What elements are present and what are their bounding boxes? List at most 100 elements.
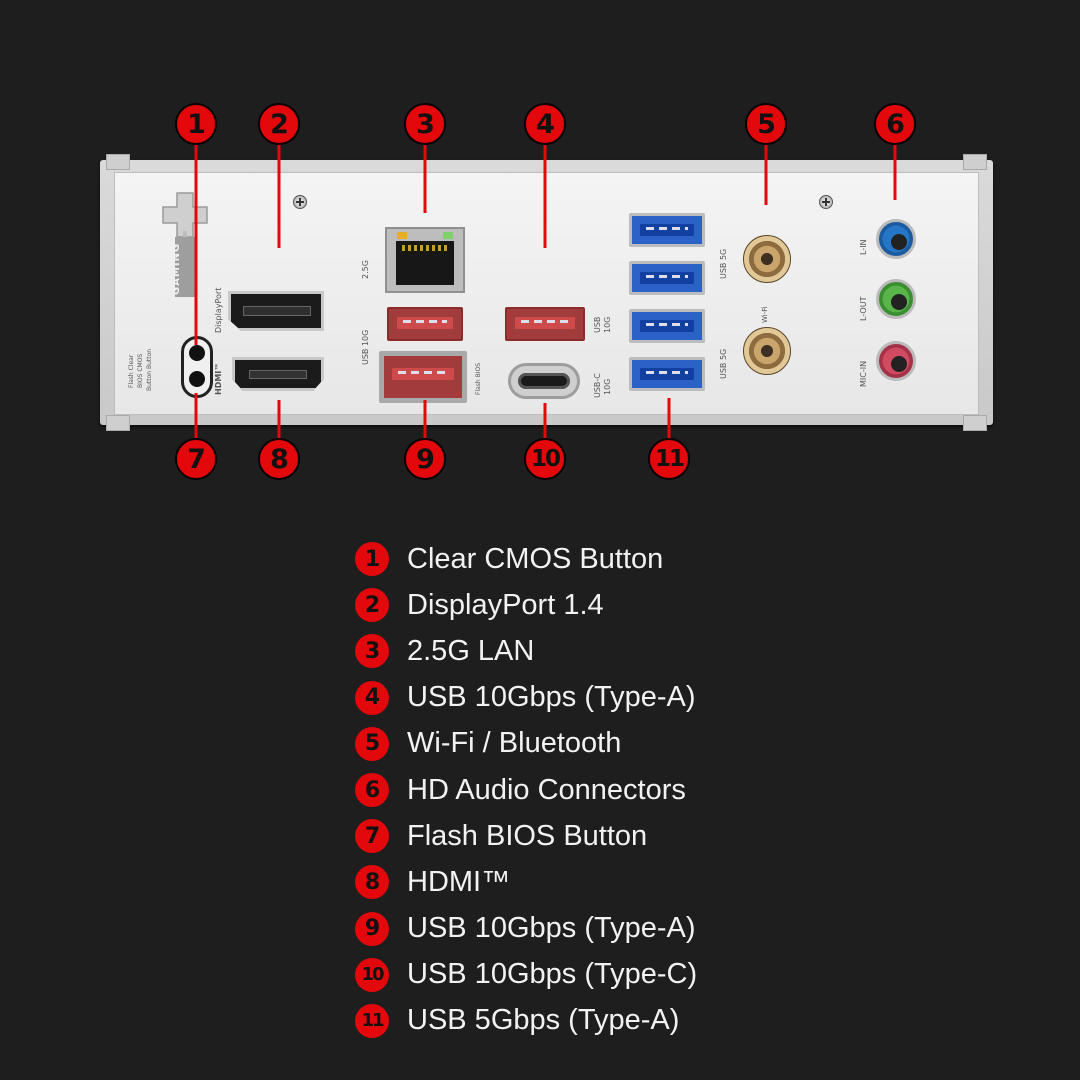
usb10g-type-a-port[interactable]	[505, 307, 585, 341]
leader-line-5	[764, 145, 768, 205]
line-out-label: L-OUT	[859, 296, 868, 321]
legend-label: DisplayPort 1.4	[407, 588, 604, 621]
usb10g-port-upper[interactable]	[387, 307, 463, 341]
legend-label: Clear CMOS Button	[407, 542, 664, 575]
gaming-dpad-logo	[162, 192, 208, 297]
leader-line-1	[194, 145, 198, 345]
leader-line-2	[277, 145, 281, 248]
legend-item: 5 Wi-Fi / Bluetooth	[355, 721, 697, 767]
legend-label: Wi-Fi / Bluetooth	[407, 727, 622, 760]
callout-badge-5: 5	[745, 103, 787, 145]
legend-number: 9	[355, 911, 389, 946]
usb5g-port-2[interactable]	[629, 261, 705, 295]
callout-badge-4: 4	[524, 103, 566, 145]
usbc-label: USB-C	[593, 373, 602, 398]
leader-line-10	[543, 403, 547, 440]
line-out-jack[interactable]	[876, 279, 916, 319]
legend-label: HDMI™	[407, 865, 511, 898]
legend-label: 2.5G LAN	[407, 634, 535, 667]
callout-badge-11: 11	[648, 438, 690, 480]
plate-tab-top-left	[106, 154, 130, 170]
callout-badge-8: 8	[258, 438, 300, 480]
usb5g-port-3[interactable]	[629, 309, 705, 343]
legend-item: 11 USB 5Gbps (Type-A)	[355, 998, 697, 1044]
leader-line-6	[893, 145, 897, 200]
legend-number: 11	[355, 1003, 389, 1038]
hdmi-port[interactable]	[232, 357, 324, 391]
leader-line-7	[194, 393, 198, 438]
callout-badge-1: 1	[175, 103, 217, 145]
callout-badge-2: 2	[258, 103, 300, 145]
leader-line-8	[277, 400, 281, 440]
gaming-label: GAMING	[171, 242, 182, 295]
legend-label: Flash BIOS Button	[407, 819, 648, 852]
legend-label: USB 10Gbps (Type-C)	[407, 958, 698, 991]
screw-icon	[819, 195, 833, 209]
legend-number: 10	[355, 957, 389, 992]
callout-badge-9: 9	[404, 438, 446, 480]
legend-label: USB 5Gbps (Type-A)	[407, 1004, 680, 1037]
wifi-antenna-connector-2[interactable]	[743, 327, 791, 375]
mic-in-jack[interactable]	[876, 341, 916, 381]
usb-type-c-port[interactable]	[508, 363, 580, 399]
legend-number: 5	[355, 726, 389, 761]
button-button-label: Button Button	[146, 348, 153, 391]
legend-number: 4	[355, 680, 389, 715]
legend-number: 2	[355, 588, 389, 623]
displayport-port[interactable]	[228, 291, 324, 331]
port-legend: 1 Clear CMOS Button 2 DisplayPort 1.4 3 2.5…	[355, 536, 697, 1044]
legend-item: 7 Flash BIOS Button	[355, 813, 697, 859]
legend-number: 8	[355, 865, 389, 900]
usbc-speed-label: 10G	[603, 378, 612, 395]
legend-item: 6 HD Audio Connectors	[355, 767, 697, 813]
io-shield-plate: GAMING Flash Clear BIOS CMOS Button Butt…	[100, 154, 993, 431]
wifi-antenna-connector-1[interactable]	[743, 235, 791, 283]
clear-cmos-flash-bios-button[interactable]	[181, 336, 213, 398]
legend-item: 2 DisplayPort 1.4	[355, 582, 697, 628]
lan-port[interactable]	[385, 227, 465, 293]
legend-label: HD Audio Connectors	[407, 773, 686, 806]
leader-line-11	[667, 398, 671, 440]
line-in-label: L-IN	[859, 239, 868, 255]
usb10g-left-label: USB 10G	[361, 329, 370, 365]
usb5g-top-label: USB 5G	[719, 248, 728, 279]
displayport-label: DisplayPort	[214, 287, 223, 333]
plate-tab-bottom-right	[963, 415, 987, 431]
bios-cmos-label: BIOS CMOS	[137, 353, 144, 388]
callout-badge-7: 7	[175, 438, 217, 480]
legend-item: 10 USB 10Gbps (Type-C)	[355, 952, 697, 998]
flash-bios-label: Flash BIOS	[475, 362, 482, 395]
plate-tab-top-right	[963, 154, 987, 170]
legend-label: USB 10Gbps (Type-A)	[407, 681, 696, 714]
mic-in-label: MIC-IN	[859, 360, 868, 387]
lan-label: 2.5G	[361, 260, 370, 279]
legend-item: 8 HDMI™	[355, 859, 697, 905]
usb-right-label: USB	[593, 316, 602, 333]
line-in-jack[interactable]	[876, 219, 916, 259]
usb5g-port-1[interactable]	[629, 213, 705, 247]
usb5g-bottom-label: USB 5G	[719, 348, 728, 379]
usb-right-speed-label: 10G	[603, 316, 612, 333]
flash-clear-label: Flash Clear	[128, 354, 135, 388]
hdmi-label: HDMI™	[214, 362, 223, 395]
legend-number: 7	[355, 819, 389, 854]
leader-line-4	[543, 145, 547, 248]
leader-line-3	[423, 145, 427, 213]
legend-item: 3 2.5G LAN	[355, 628, 697, 674]
screw-icon	[293, 195, 307, 209]
usb5g-port-4[interactable]	[629, 357, 705, 391]
plate-face: GAMING Flash Clear BIOS CMOS Button Butt…	[114, 172, 979, 415]
plate-tab-bottom-left	[106, 415, 130, 431]
usb10g-flash-bios-port[interactable]	[379, 351, 467, 403]
legend-number: 6	[355, 773, 389, 808]
wifi-label: Wi-Fi	[761, 306, 769, 323]
legend-item: 4 USB 10Gbps (Type-A)	[355, 675, 697, 721]
callout-badge-6: 6	[874, 103, 916, 145]
callout-badge-10: 10	[524, 438, 566, 480]
callout-badge-3: 3	[404, 103, 446, 145]
legend-number: 3	[355, 634, 389, 669]
legend-item: 1 Clear CMOS Button	[355, 536, 697, 582]
legend-number: 1	[355, 542, 389, 577]
